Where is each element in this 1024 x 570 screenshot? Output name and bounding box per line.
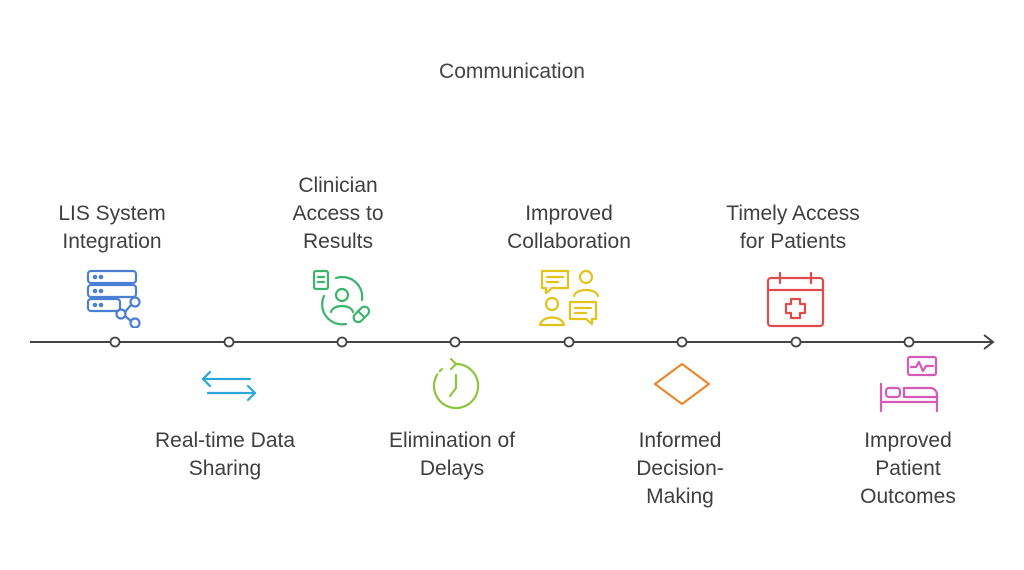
timeline-node: [563, 336, 575, 348]
timeline-node: [790, 336, 802, 348]
server-network-icon: [86, 269, 141, 328]
timeline-node: [903, 336, 915, 348]
step-label-elimination-delays: Elimination of Delays: [388, 429, 516, 480]
clock-icon: [433, 358, 480, 410]
step-label-patient-outcomes: Improved Patient Outcomes: [860, 429, 956, 508]
timeline-node: [109, 336, 121, 348]
patient-bed-icon: [879, 355, 939, 413]
step-label-realtime-sharing: Real-time Data Sharing: [154, 429, 296, 480]
step-label-informed-decision: Informed Decision- Making: [636, 429, 724, 508]
timeline-arrowhead: [983, 334, 995, 350]
exchange-arrows-icon: [201, 370, 257, 402]
diagram-title: Communication: [439, 60, 585, 83]
step-label-lis-integration: LIS System Integration: [58, 202, 166, 253]
timeline-node: [336, 336, 348, 348]
collaboration-icon: [538, 269, 600, 327]
step-label-improved-collaboration: Improved Collaboration: [507, 202, 631, 253]
timeline-node: [449, 336, 461, 348]
timeline-node: [223, 336, 235, 348]
timeline-node: [676, 336, 688, 348]
step-label-clinician-access: Clinician Access to Results: [292, 174, 384, 253]
clinician-access-icon: [312, 269, 371, 326]
decision-diamond-icon: [653, 362, 711, 406]
medical-calendar-icon: [766, 271, 825, 328]
step-label-timely-access: Timely Access for Patients: [726, 202, 860, 253]
